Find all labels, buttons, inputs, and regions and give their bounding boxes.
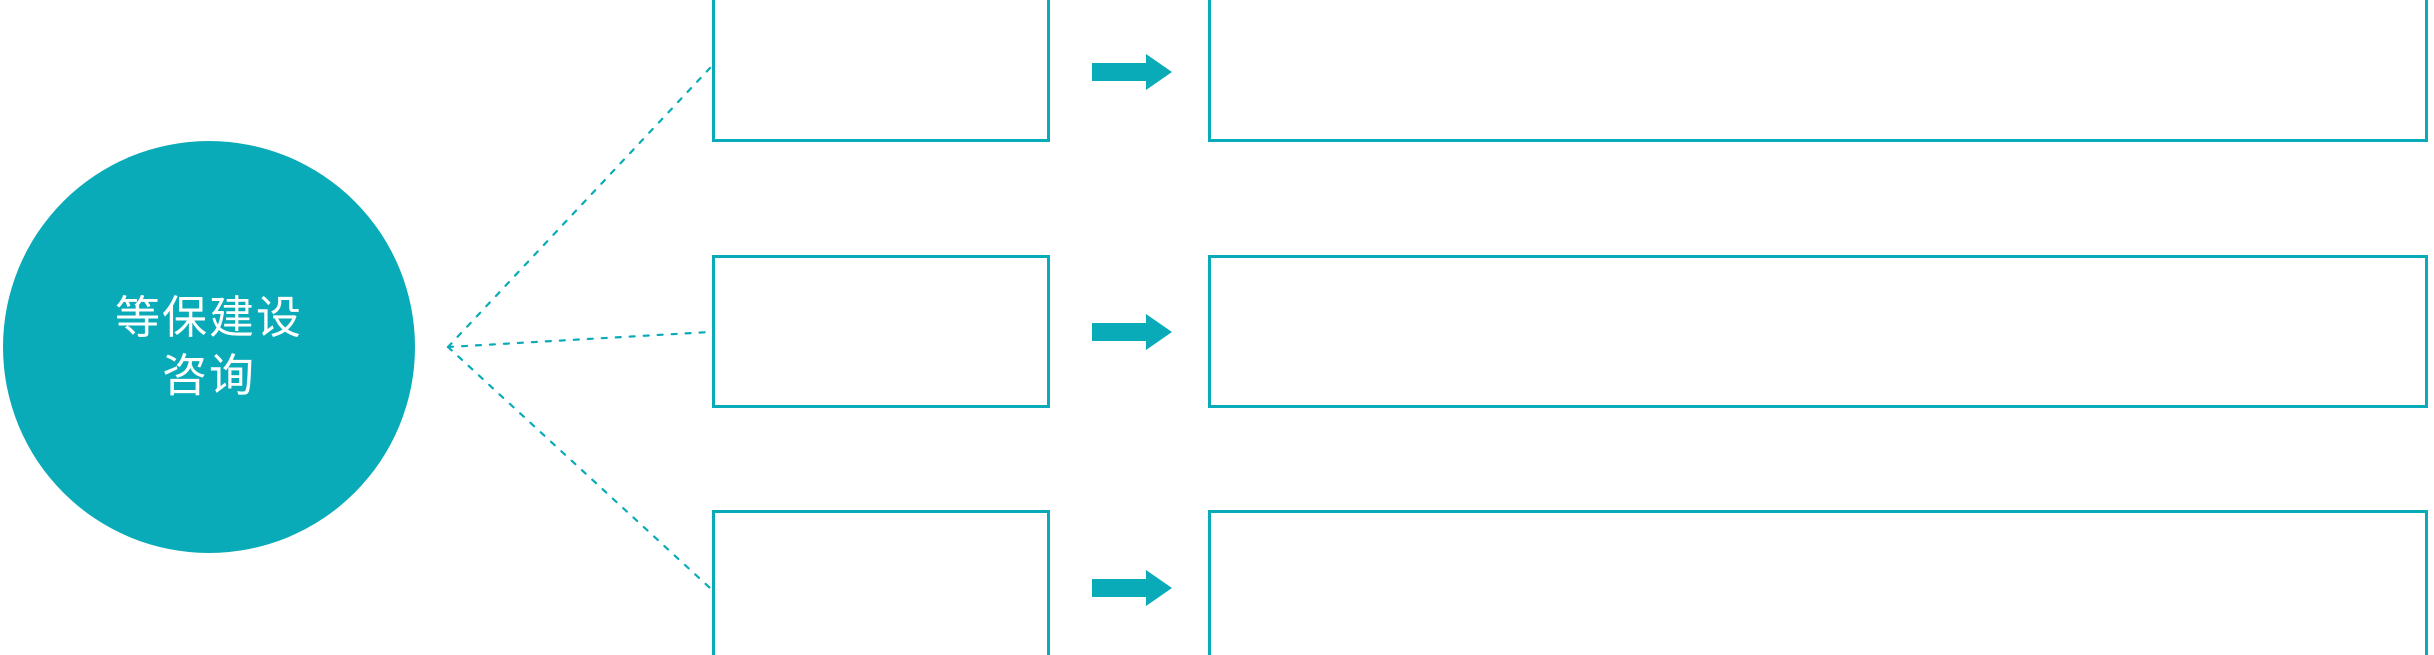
right-arrow-icon xyxy=(1092,314,1172,350)
hub-title-line-1: 等保建设 xyxy=(114,291,303,343)
detail-box-2[interactable] xyxy=(1208,255,2428,408)
hub-title-line-2: 咨询 xyxy=(161,350,256,401)
detail-box-3[interactable] xyxy=(1208,510,2428,655)
stage-box-1[interactable] xyxy=(712,0,1050,142)
connector-line-3 xyxy=(446,345,712,590)
hub-circle[interactable]: 等保建设 咨询 xyxy=(3,141,415,553)
right-arrow-icon xyxy=(1092,570,1172,606)
detail-box-1[interactable] xyxy=(1208,0,2428,142)
stage-box-2[interactable] xyxy=(712,255,1050,408)
right-arrow-icon xyxy=(1092,54,1172,90)
connector-line-1 xyxy=(446,66,712,349)
stage-box-3[interactable] xyxy=(712,510,1050,655)
connector-line-2 xyxy=(446,330,712,349)
